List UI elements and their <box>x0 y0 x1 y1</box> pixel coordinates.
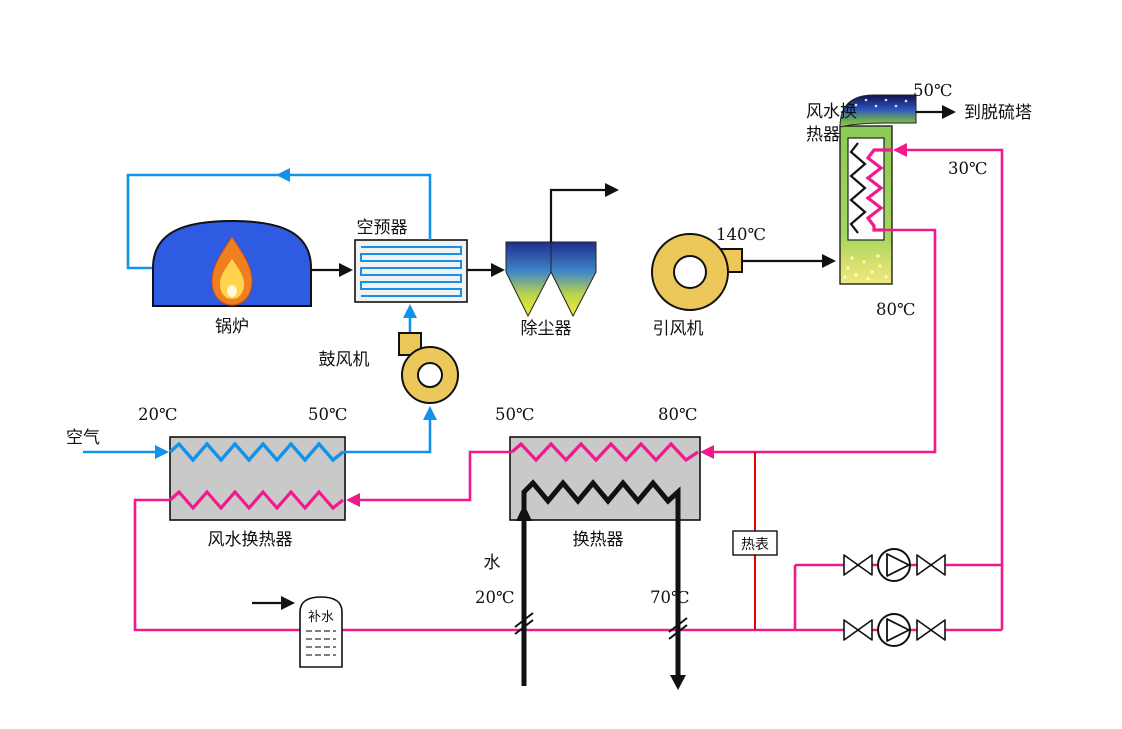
hot-water-supply-pipe <box>714 228 937 454</box>
heat-meter-box <box>732 530 778 556</box>
makeup-water-label: 补水 <box>308 610 334 625</box>
air-label: 空气 <box>66 428 100 448</box>
arrowheads <box>155 105 956 690</box>
tank-shell <box>299 596 343 668</box>
pump-group-lower <box>843 613 946 647</box>
valve-icon <box>843 554 859 576</box>
id-fan-inlet-eye <box>673 255 707 289</box>
boiler <box>152 219 312 307</box>
arrow-return-to-vessel <box>893 143 907 157</box>
arrow-flue-4 <box>822 254 836 268</box>
induced-draft-fan <box>651 233 743 311</box>
temp-hot-water-out: 70℃ <box>650 588 689 607</box>
valve-icon <box>916 554 932 576</box>
return-bottom-pipe <box>133 498 795 632</box>
flue-gas-lines <box>252 110 942 605</box>
temp-cold-water-in: 20℃ <box>475 588 514 607</box>
forced-draft-fan <box>398 332 459 404</box>
vessel-black-coil <box>849 142 867 234</box>
pump-impeller-icon <box>886 618 910 642</box>
heat-meter <box>732 530 778 556</box>
water-label: 水 <box>484 553 501 573</box>
heat-meter-label: 热表 <box>741 537 769 553</box>
air-preheater-box <box>354 239 468 303</box>
pump-group-upper <box>843 548 946 582</box>
air-preheater-coil <box>360 246 462 297</box>
arrow-hot-supply <box>700 445 714 459</box>
valve-icon <box>857 554 873 576</box>
pump-impeller-icon <box>886 553 910 577</box>
gas-water-hx-label-line1: 风水换 <box>806 102 857 122</box>
arrow-into-preheater <box>403 304 417 318</box>
air-coil-zigzag <box>168 441 345 463</box>
arrow-water-out <box>670 675 686 690</box>
dust-to-fan-duct <box>549 188 606 242</box>
vessel-pink-coil <box>865 148 893 232</box>
temp-air-inlet: 20℃ <box>138 405 177 424</box>
air-water-hx-pink-zigzag <box>168 489 344 511</box>
gas-water-heat-exchanger <box>839 94 917 285</box>
dust-hopper-right <box>550 241 597 318</box>
arrow-to-fgd <box>942 105 956 119</box>
arrow-to-air-hx <box>346 493 360 507</box>
text-labels: 锅炉 空预器 除尘器 引风机 鼓风机 空气 风水换热器 风水换 热器 换热器 水… <box>66 81 1032 625</box>
temp-hot-water-supply: 80℃ <box>876 300 915 319</box>
arrow-makeup <box>281 596 295 610</box>
arrow-to-boiler <box>276 168 290 182</box>
arrow-water-in <box>516 504 532 521</box>
heat-exchanger-label: 换热器 <box>573 530 624 550</box>
temp-air-outlet: 50℃ <box>308 405 347 424</box>
makeup-water-tank <box>299 596 343 668</box>
temp-water-return: 30℃ <box>948 159 987 178</box>
dust-collector-label: 除尘器 <box>521 319 572 339</box>
arrow-flue-3 <box>605 183 619 197</box>
arrow-flue-1 <box>339 263 353 277</box>
temp-hx-water-in: 50℃ <box>495 405 534 424</box>
preheater-to-boiler-pipe <box>126 173 432 270</box>
arrow-into-fd-fan <box>423 406 437 420</box>
fd-fan-inlet-eye <box>417 362 443 388</box>
air-water-hx-label: 风水换热器 <box>208 530 293 550</box>
flame-icon <box>211 236 253 306</box>
dust-hopper-left <box>505 241 552 318</box>
air-to-fd-fan-pipe <box>343 413 432 454</box>
riser-return-pipe <box>907 148 1004 630</box>
air-lines <box>83 173 432 463</box>
water-lines <box>521 479 681 686</box>
valve-icon <box>930 619 946 641</box>
temp-stack-outlet: 50℃ <box>913 81 952 100</box>
vessel-speckles <box>843 254 888 281</box>
break-mark-inlet <box>514 612 534 635</box>
gas-water-hx-label-line2: 热器 <box>806 125 840 145</box>
valve-icon <box>930 554 946 576</box>
tank-level-lines <box>306 630 336 656</box>
pipe-break-marks <box>514 612 688 640</box>
temp-hx-water-supply: 80℃ <box>658 405 697 424</box>
to-fgd-label: 到脱硫塔 <box>964 103 1032 123</box>
arrow-flue-2 <box>491 263 505 277</box>
temp-flue-after-fan: 140℃ <box>716 225 766 244</box>
vessel-cap-speckles <box>854 98 908 108</box>
valve-icon <box>857 619 873 641</box>
air-preheater <box>354 239 468 303</box>
arrow-air-in <box>155 445 169 459</box>
fd-fan-label: 鼓风机 <box>319 350 370 370</box>
hx-to-air-hx-pipe <box>360 450 512 502</box>
valve-icon <box>916 619 932 641</box>
dust-collector <box>505 241 597 318</box>
id-fan-label: 引风机 <box>653 319 704 339</box>
heat-exchanger-pink-zigzag <box>510 441 699 463</box>
vessel-cap <box>839 94 917 128</box>
boiler-label: 锅炉 <box>215 317 249 337</box>
break-mark-outlet <box>668 617 688 640</box>
air-preheater-label: 空预器 <box>357 218 408 238</box>
valve-icon <box>843 619 859 641</box>
